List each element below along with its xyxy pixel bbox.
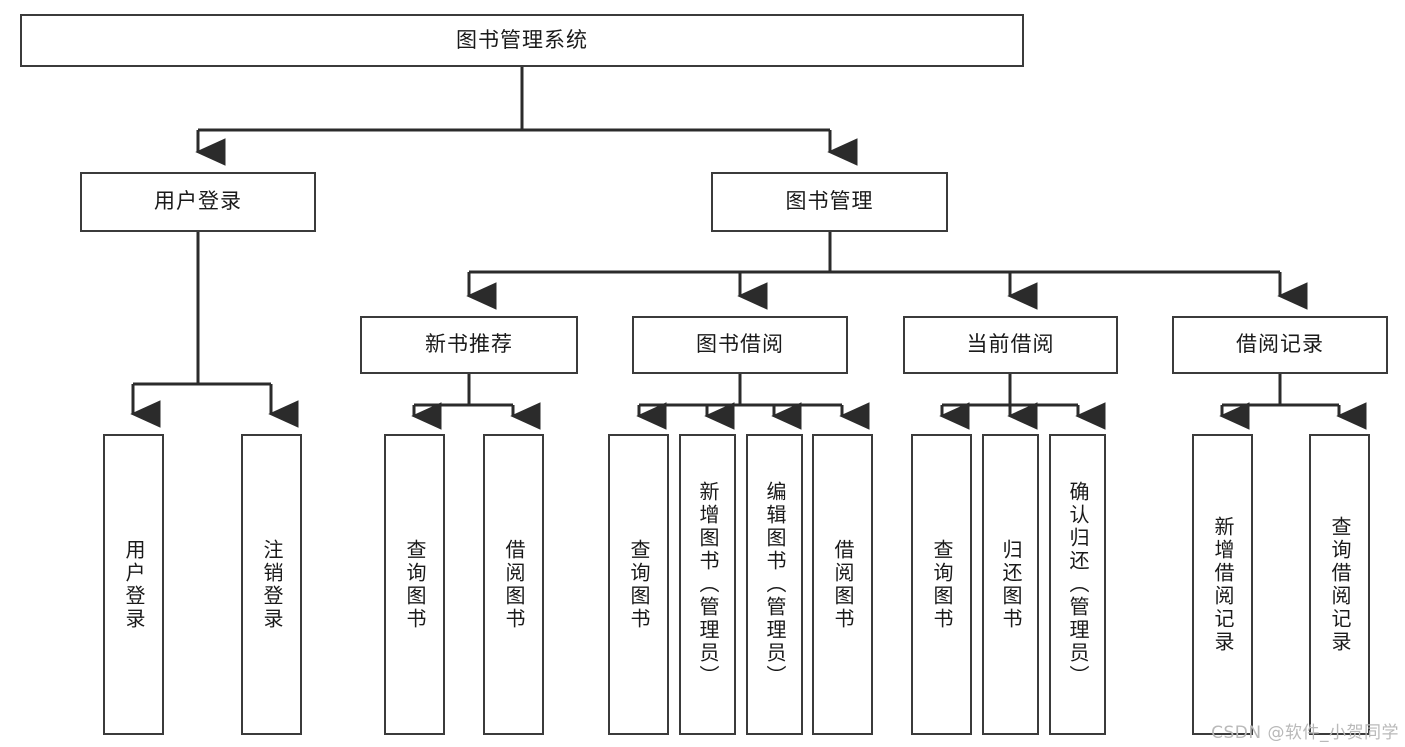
node-leaf-query-book-borrow[interactable]: 查询图书 — [608, 434, 669, 735]
node-leaf-add-book-admin[interactable]: 新增图书（管理员） — [679, 434, 736, 735]
node-leaf-borrow-book[interactable]: 借阅图书 — [812, 434, 873, 735]
node-leaf-query-book-current[interactable]: 查询图书 — [911, 434, 972, 735]
node-level2-book-management[interactable]: 图书管理 — [711, 172, 948, 232]
node-level3-current-borrow[interactable]: 当前借阅 — [903, 316, 1118, 374]
node-leaf-label: 查询图书 — [403, 538, 427, 631]
node-leaf-label: 新增图书（管理员） — [696, 481, 720, 688]
csdn-watermark: CSDN @软件_小贺同学 — [1211, 723, 1399, 743]
node-leaf-return-book[interactable]: 归还图书 — [982, 434, 1039, 735]
node-leaf-label: 查询图书 — [930, 538, 954, 631]
node-leaf-label: 确认归还（管理员） — [1066, 481, 1090, 688]
node-leaf-label: 查询图书 — [627, 538, 651, 631]
node-leaf-borrow-book-recommend[interactable]: 借阅图书 — [483, 434, 544, 735]
node-leaf-query-borrow-record[interactable]: 查询借阅记录 — [1309, 434, 1370, 735]
node-root[interactable]: 图书管理系统 — [20, 14, 1024, 67]
node-leaf-edit-book-admin[interactable]: 编辑图书（管理员） — [746, 434, 803, 735]
node-leaf-label: 归还图书 — [999, 538, 1023, 631]
node-leaf-user-login[interactable]: 用户登录 — [103, 434, 164, 735]
node-leaf-label: 编辑图书（管理员） — [763, 481, 787, 688]
node-leaf-query-book-recommend[interactable]: 查询图书 — [384, 434, 445, 735]
node-leaf-confirm-return-admin[interactable]: 确认归还（管理员） — [1049, 434, 1106, 735]
node-leaf-label: 查询借阅记录 — [1328, 515, 1352, 654]
node-leaf-add-borrow-record[interactable]: 新增借阅记录 — [1192, 434, 1253, 735]
node-leaf-label: 借阅图书 — [502, 538, 526, 631]
node-leaf-label: 用户登录 — [122, 538, 146, 631]
node-level3-borrow-records[interactable]: 借阅记录 — [1172, 316, 1388, 374]
node-level3-book-borrow[interactable]: 图书借阅 — [632, 316, 848, 374]
node-level2-user-login[interactable]: 用户登录 — [80, 172, 316, 232]
node-leaf-label: 新增借阅记录 — [1211, 515, 1235, 654]
node-leaf-label: 借阅图书 — [831, 538, 855, 631]
node-level3-new-book-recommend[interactable]: 新书推荐 — [360, 316, 578, 374]
node-leaf-logout[interactable]: 注销登录 — [241, 434, 302, 735]
node-leaf-label: 注销登录 — [260, 538, 284, 631]
